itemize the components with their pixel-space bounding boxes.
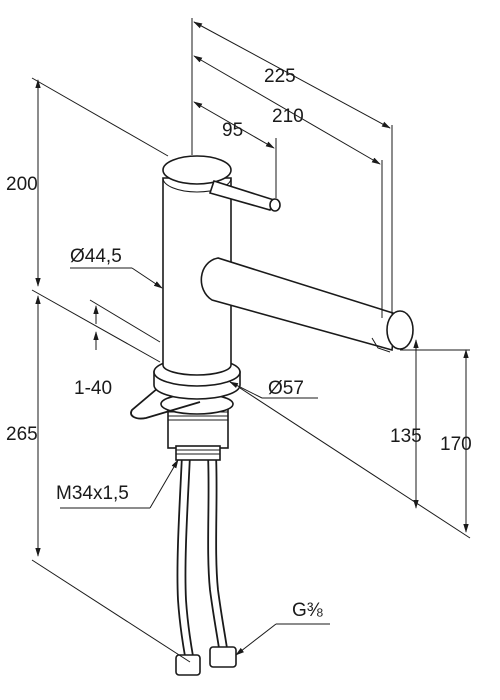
dim-thread-m34: M34x1,5	[56, 483, 129, 504]
dim-225: 225	[264, 66, 296, 87]
dim-170: 170	[440, 434, 472, 455]
threaded-shank	[160, 393, 234, 461]
dim-hose-g3-8: G⅜	[292, 600, 323, 621]
faucet-body	[162, 155, 232, 376]
fixing-bracket	[130, 387, 201, 420]
dim-210: 210	[272, 106, 304, 127]
lever-handle	[208, 179, 281, 212]
spout	[200, 257, 414, 353]
dim-diameter-44-5: Ø44,5	[70, 246, 122, 267]
dim-95: 95	[222, 120, 243, 141]
dimension-lines	[31, 18, 471, 663]
dim-135: 135	[390, 426, 422, 447]
faucet-outline	[130, 155, 414, 676]
dim-265: 265	[6, 424, 38, 445]
dim-diameter-57: Ø57	[268, 378, 304, 399]
supply-hoses	[175, 454, 237, 676]
dimension-labels: 225 210 95 200 Ø44,5 1-40 Ø57 265 135 17…	[6, 66, 472, 621]
dim-200: 200	[6, 174, 38, 195]
dim-1-40: 1-40	[74, 378, 112, 399]
